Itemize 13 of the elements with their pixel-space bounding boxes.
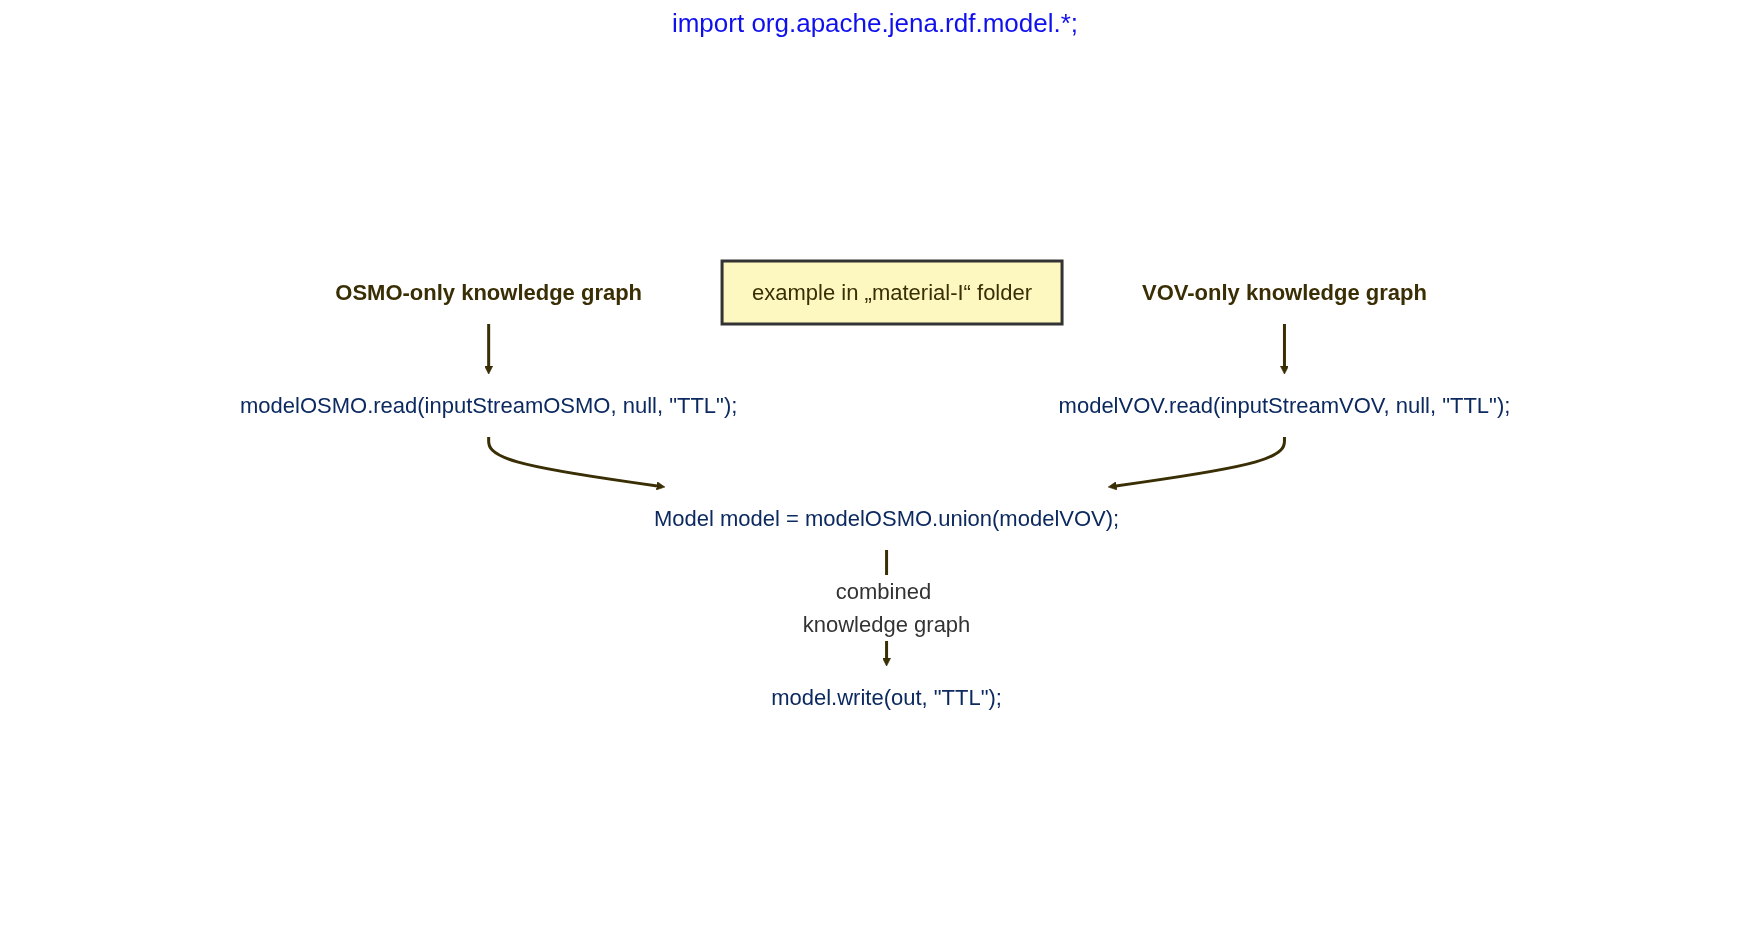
- node-text: Model model = modelOSMO.union(modelVOV);: [653, 506, 1120, 531]
- edge-label: combined knowledge graph: [802, 579, 971, 637]
- node-text: modelOSMO.read(inputStreamOSMO, null, "TTL");: [239, 393, 738, 418]
- code-line: import org.apache.jena.rdf.model.*;: [671, 8, 1079, 39]
- node-box: example in „material-I“ folder: [720, 259, 1064, 326]
- node-text: modelVOV.read(inputStreamVOV, null, "TTL");: [1058, 393, 1511, 418]
- node-text: VOV-only knowledge graph: [1141, 280, 1427, 305]
- node-text: model.write(out, "TTL");: [770, 685, 1002, 710]
- arrow: [487, 437, 665, 491]
- arrow: [484, 324, 493, 375]
- node-text: OSMO-only knowledge graph: [335, 280, 642, 305]
- arrow: [1279, 324, 1289, 375]
- arrow: [1107, 437, 1286, 491]
